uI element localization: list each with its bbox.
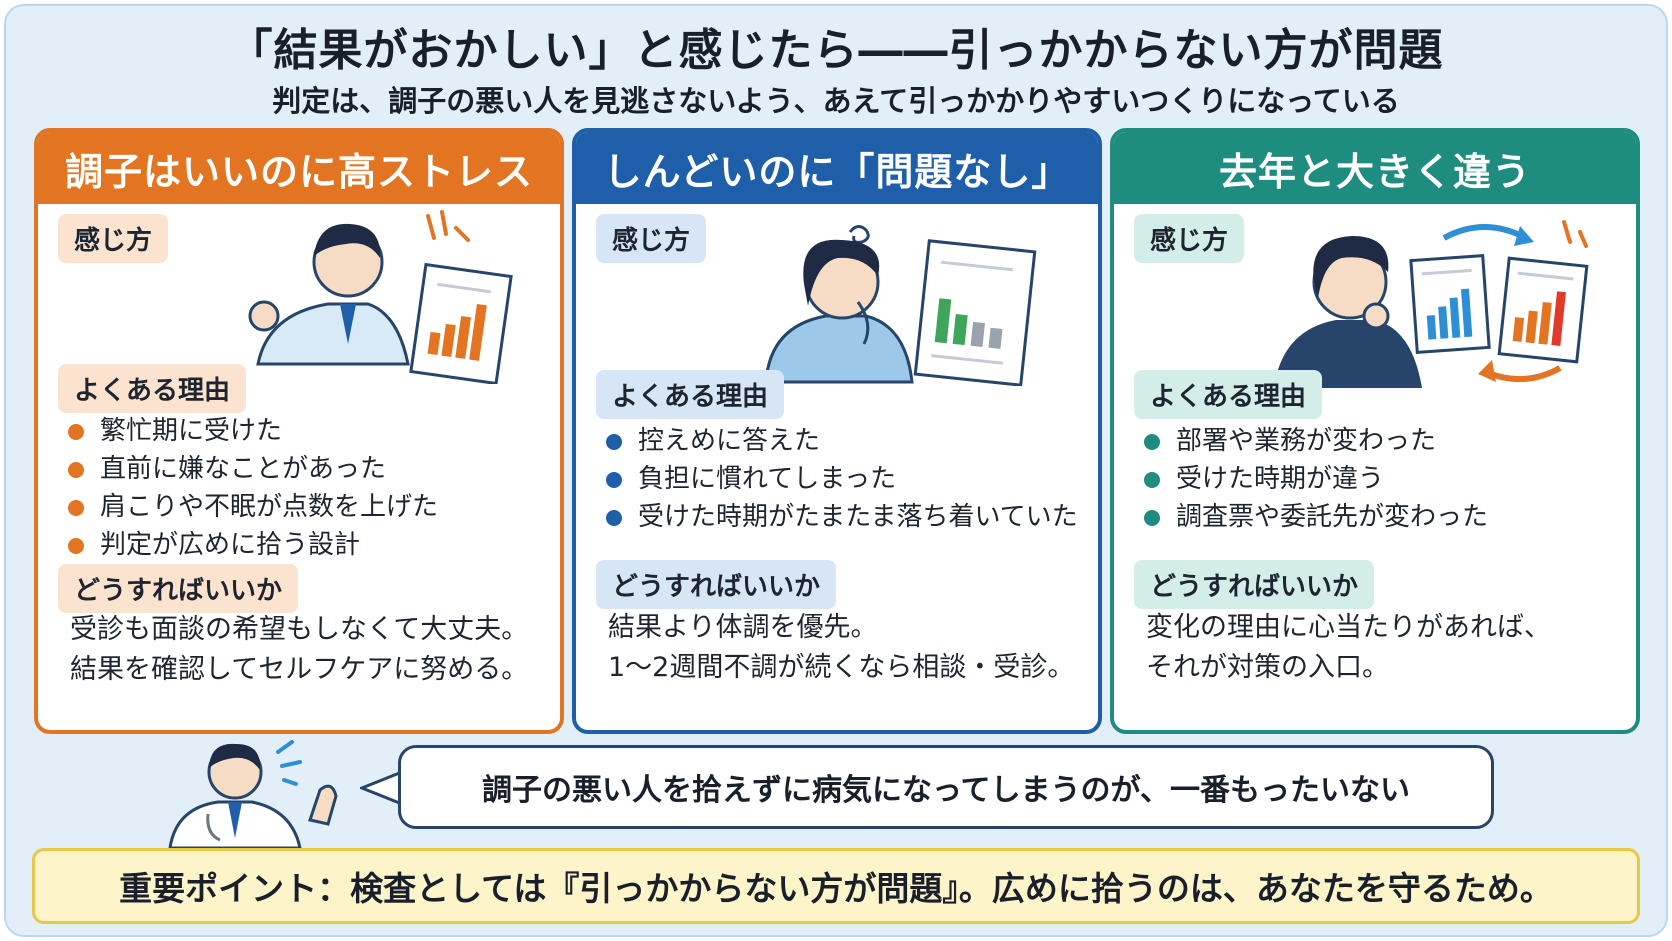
feel-label: 感じ方 — [58, 214, 169, 263]
reasons-list: 控えめに答えた 負担に慣れてしまった 受けた時期がたまたま落ち着いていた — [606, 422, 1078, 536]
advice-label: どうすればいいか — [596, 560, 837, 609]
list-item: 直前に嫌なことがあった — [68, 450, 438, 488]
advice-label: どうすればいいか — [58, 564, 299, 613]
reasons-label: よくある理由 — [596, 370, 785, 419]
thinking-man-icon — [1274, 220, 1589, 388]
reasons-list: 部署や業務が変わった 受けた時期が違う 調査票や委託先が変わった — [1144, 422, 1488, 536]
list-item: 判定が広めに拾う設計 — [68, 526, 438, 564]
page-subtitle: 判定は、調子の悪い人を見逃さないよう、あえて引っかかりやすいつくりになっている — [272, 84, 1400, 118]
card-heading: 調子はいいのに高ストレス — [38, 132, 560, 204]
card-heading: 去年と大きく違う — [1114, 132, 1636, 204]
card-heading: しんどいのに「問題なし」 — [576, 132, 1098, 204]
advice-label: どうすればいいか — [1134, 560, 1375, 609]
reasons-label: よくある理由 — [1134, 370, 1323, 419]
feel-label: 感じ方 — [1134, 214, 1245, 263]
feel-label: 感じ方 — [596, 214, 707, 263]
reasons-list: 繁忙期に受けた 直前に嫌なことがあった 肩こりや不眠が点数を上げた 判定が広めに… — [68, 412, 438, 564]
page-title: 「結果がおかしい」と感じたら――引っかからない方が問題 — [228, 25, 1444, 76]
key-point-banner: 重要ポイント：検査としては『引っかからない方が問題』。広めに拾うのは、あなたを守… — [32, 848, 1640, 924]
advice-text: 受診も面談の希望もしなくて大丈夫。 結果を確認してセルフケアに努める。 — [70, 614, 529, 685]
list-item: 部署や業務が変わった — [1144, 422, 1488, 460]
list-item: 控えめに答えた — [606, 422, 1078, 460]
list-item: 繁忙期に受けた — [68, 412, 438, 450]
card-no-problem: しんどいのに「問題なし」 感じ方 よくある理由 控えめに答えた 負担に慣れてしま… — [572, 128, 1102, 734]
advice-text: 変化の理由に心当たりがあれば、 それが対策の入口。 — [1146, 612, 1551, 683]
reasons-label: よくある理由 — [58, 364, 247, 413]
list-item: 負担に慣れてしまった — [606, 460, 1078, 498]
stressed-man-icon — [248, 210, 513, 384]
tired-woman-icon — [764, 225, 1037, 386]
card-different-year: 去年と大きく違う 感じ方 よくある理由 部署や業務が — [1110, 128, 1640, 734]
card-high-stress: 調子はいいのに高ストレス 感じ方 よくある理由 繁忙期に受けた 直前に嫌なことが… — [34, 128, 564, 734]
speech-bubble: 調子の悪い人を拾えずに病気になってしまうのが、一番もったいない — [398, 745, 1494, 829]
list-item: 調査票や委託先が変わった — [1144, 498, 1488, 536]
speech-bubble-tail — [360, 770, 403, 806]
doctor-icon — [168, 740, 338, 848]
advice-text: 結果より体調を優先。 1〜2週間不調が続くなら相談・受診。 — [608, 612, 1075, 683]
list-item: 受けた時期がたまたま落ち着いていた — [606, 498, 1078, 536]
list-item: 肩こりや不眠が点数を上げた — [68, 488, 438, 526]
list-item: 受けた時期が違う — [1144, 460, 1488, 498]
